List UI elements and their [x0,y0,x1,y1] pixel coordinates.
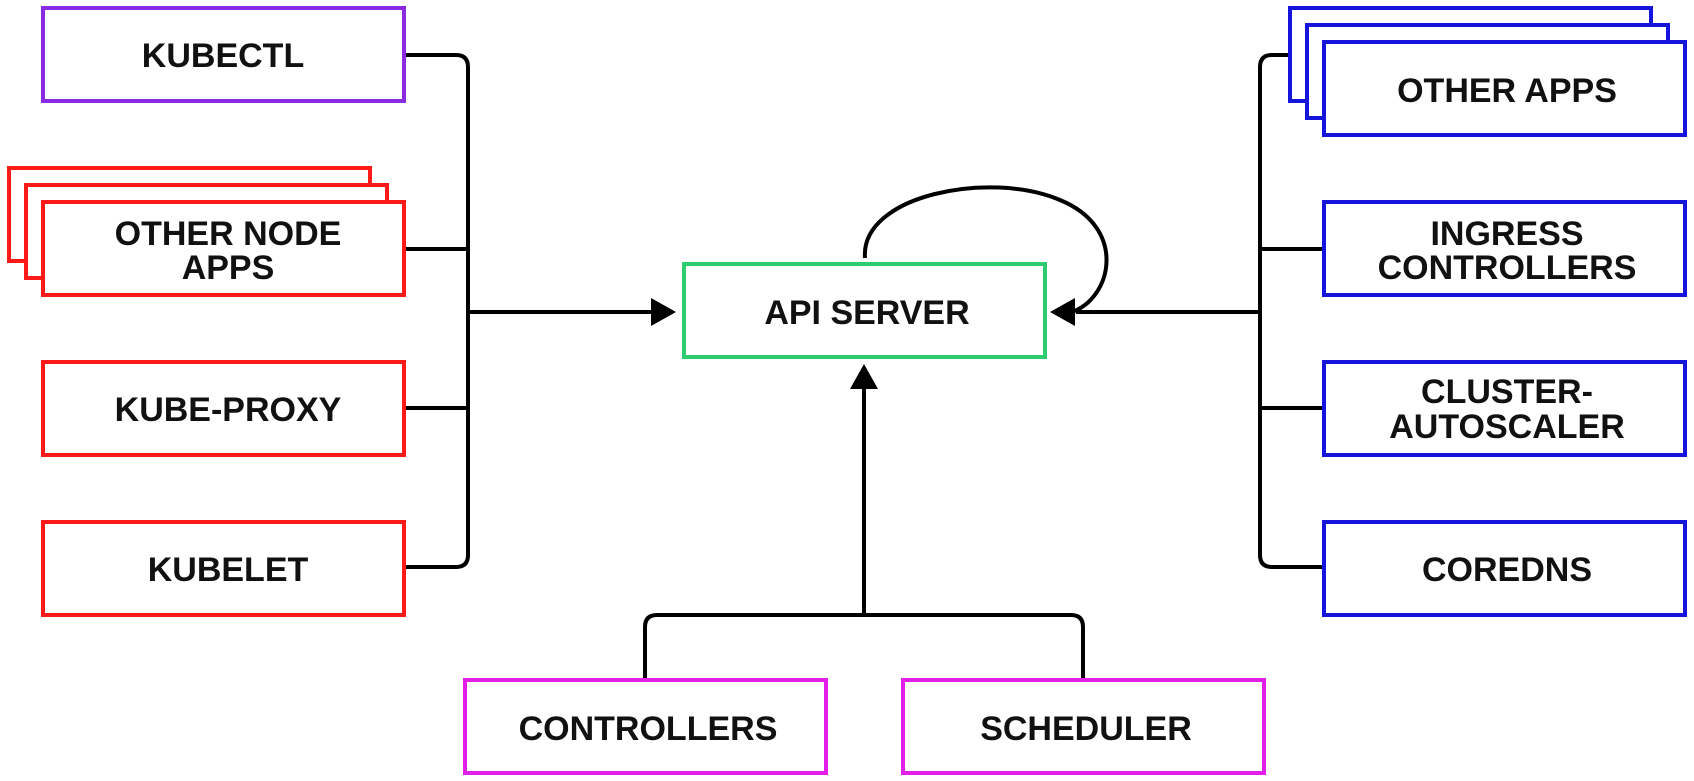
right-arrowhead [1050,298,1075,326]
cluster-autoscaler-box: CLUSTER- AUTOSCALER [1322,360,1687,457]
kubelet-label: KUBELET [148,551,309,589]
controllers-box: CONTROLLERS [463,678,828,775]
coredns-label: COREDNS [1422,551,1592,589]
kubectl-label: KUBECTL [142,37,304,75]
other-apps-label: OTHER APPS [1397,72,1617,110]
ingress-controllers-label-line-2: CONTROLLERS [1378,249,1637,287]
api-server-self-loop [862,185,1109,314]
cluster-autoscaler-label-line-1: CLUSTER- [1421,373,1593,411]
other-node-apps-box [41,200,406,297]
other-apps-box [1322,40,1687,137]
kube-proxy-box: KUBE-PROXY [41,360,406,457]
other-node-apps-label-line-1: OTHER NODE [115,215,342,253]
kube-proxy-label: KUBE-PROXY [115,391,342,429]
scheduler-box: SCHEDULER [901,678,1266,775]
api-server-box: API SERVER [682,262,1047,359]
other-apps-box-stack: OTHER APPS [1288,6,1687,137]
kubectl-box: KUBECTL [41,6,406,103]
ingress-controllers-box: INGRESS CONTROLLERS [1322,200,1687,297]
right-bus-connector [1258,53,1324,569]
left-arrowhead [651,298,676,326]
bottom-arrowhead [850,364,878,389]
left-bus-connector [404,53,470,569]
ingress-controllers-label-line-1: INGRESS [1430,215,1583,253]
cluster-autoscaler-label-line-2: AUTOSCALER [1389,408,1625,446]
api-server-label: API SERVER [764,294,969,332]
coredns-box: COREDNS [1322,520,1687,617]
other-node-apps-box-stack: OTHER NODE APPS [7,166,406,297]
other-node-apps-label-line-2: APPS [182,249,275,287]
controllers-label: CONTROLLERS [519,710,778,748]
scheduler-label: SCHEDULER [980,710,1192,748]
kubelet-box: KUBELET [41,520,406,617]
bottom-bus-connector [643,613,1085,680]
